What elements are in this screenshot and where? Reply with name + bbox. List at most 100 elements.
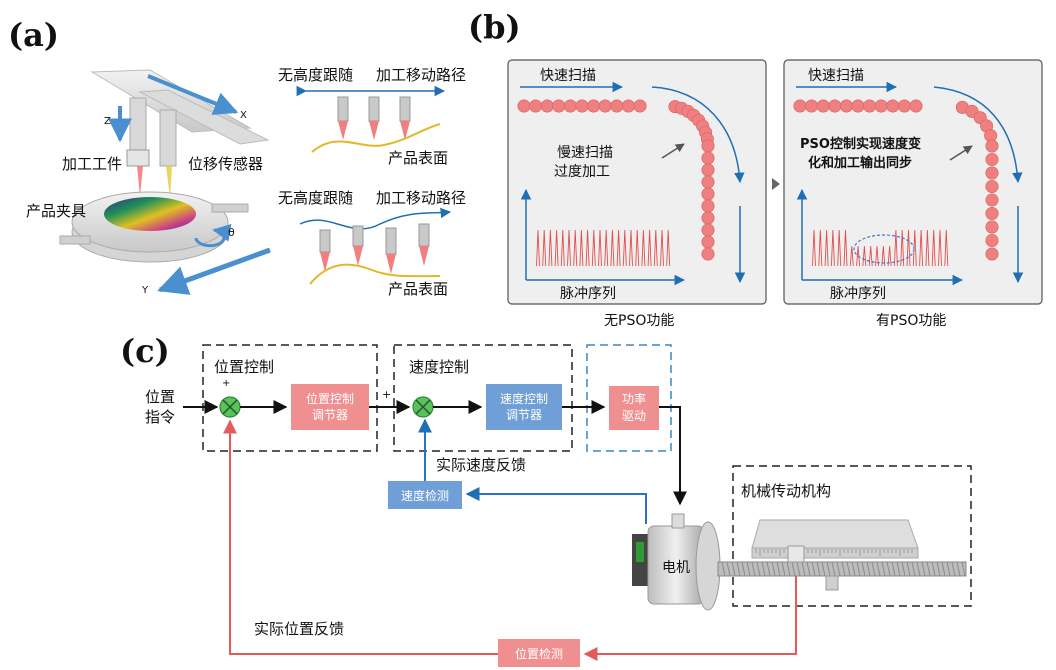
position-feedback-label: 实际位置反馈 <box>254 620 344 638</box>
bottom-surface-label: 产品表面 <box>388 280 448 298</box>
sensor-column <box>159 109 177 167</box>
scan-dot <box>886 99 900 113</box>
thread-line <box>741 561 746 577</box>
mech-to-pos-detect-line <box>583 560 797 661</box>
pso-off-pulses <box>536 229 671 267</box>
pulse-spike <box>824 229 829 267</box>
pulse-spike <box>843 229 848 267</box>
scan-dot <box>701 223 715 237</box>
thread-line <box>846 561 851 577</box>
thread-line <box>731 561 736 577</box>
top-surface-label: 产品表面 <box>388 149 448 167</box>
thread-line <box>886 561 891 577</box>
pulse-spike <box>900 229 905 267</box>
position-control-title: 位置控制 <box>214 358 274 376</box>
support-block <box>825 575 839 591</box>
thread-line <box>881 561 886 577</box>
thread-line <box>931 561 936 577</box>
pso-on-caption: 有PSO功能 <box>876 313 946 329</box>
spd-ctrl-line2: 调节器 <box>506 408 542 422</box>
pulse-spike <box>944 229 949 267</box>
motor-assembly: 电机 <box>632 513 721 611</box>
pulse-spike <box>598 229 602 267</box>
scan-dot <box>985 207 999 221</box>
thread-line <box>811 561 816 577</box>
thread-line <box>826 561 831 577</box>
pulse-spike <box>868 246 873 267</box>
no-follow-schematic-bottom: 无高度跟随 加工移动路径 产品表面 <box>278 189 466 298</box>
axis-theta-label: θ <box>228 226 235 239</box>
pulse-spike <box>548 229 553 267</box>
thread-line <box>956 561 961 577</box>
scan-dot <box>633 99 647 113</box>
scan-dot <box>701 187 715 201</box>
pso-on-pulses <box>812 229 949 267</box>
pulse-spike <box>604 229 609 267</box>
thread-line <box>766 561 771 577</box>
pulse-spike <box>830 229 835 267</box>
fixture-leg-right <box>211 203 249 213</box>
scan-dot <box>985 234 999 248</box>
thread-line <box>836 561 841 577</box>
scan-dot <box>701 175 715 189</box>
scan-dot <box>552 99 566 113</box>
thread-line <box>786 561 791 577</box>
axis-z-label: Z <box>104 116 111 127</box>
pulse-spike <box>906 229 911 267</box>
pulse-spike <box>554 229 559 267</box>
position-controller-box <box>291 384 369 430</box>
spindle-head <box>126 149 150 167</box>
pso-off-curve-arrow <box>651 86 745 184</box>
thread-line <box>851 561 856 577</box>
scan-dot <box>701 211 715 225</box>
speed-feedback-label: 实际速度反馈 <box>436 456 526 474</box>
scan-dot <box>851 99 865 113</box>
pulse-spike <box>837 229 842 267</box>
panel-a-letter: (a) <box>8 16 59 54</box>
speed-control-frame <box>393 344 573 452</box>
scan-dot <box>701 163 715 177</box>
thread-line <box>891 561 896 577</box>
scan-dot <box>793 99 807 113</box>
pulse-spike <box>560 229 565 267</box>
pso-on-note-1: PSO控制实现速度变 <box>800 136 921 152</box>
pso-on-panel: 快速扫描 PSO控制实现速度变 化和加工输出同步 脉冲序列 有PSO功能 <box>783 59 1043 329</box>
panel-a: (a) X Z Y θ <box>8 16 466 298</box>
laser-beam <box>137 166 143 196</box>
pulse-spike <box>887 246 892 267</box>
scan-dot <box>701 139 715 153</box>
speed-controller-box <box>486 384 562 430</box>
pso-off-caption: 无PSO功能 <box>604 313 674 329</box>
pulse-spike <box>573 229 578 267</box>
pulse-spike <box>536 229 540 267</box>
thread-line <box>821 561 826 577</box>
pulse-spike <box>585 229 590 267</box>
pso-off-slow-2: 过度加工 <box>554 164 610 180</box>
top-no-follow-label: 无高度跟随 <box>278 66 353 84</box>
panel-b-separator-arrow <box>772 178 780 190</box>
scan-dot <box>701 151 715 165</box>
scan-dot <box>897 99 911 113</box>
screw-threads <box>721 561 966 577</box>
pso-off-frame <box>507 59 767 305</box>
scan-dot <box>805 99 819 113</box>
thread-line <box>841 561 846 577</box>
panel-b-letter: (b) <box>468 8 521 46</box>
panel-c-letter: (c) <box>120 332 170 370</box>
scan-dot <box>985 180 999 194</box>
top-surface-curve <box>311 123 441 153</box>
panel-c: (c) 位置控制 速度控制 位置 指令 + 位置控制 调节器 + 速度控制 调节… <box>120 332 972 667</box>
pulse-spike <box>629 229 633 267</box>
thread-line <box>801 561 806 577</box>
thread-line <box>856 561 861 577</box>
thread-line <box>746 561 751 577</box>
scan-dot <box>575 99 589 113</box>
thread-line <box>906 561 911 577</box>
pulse-spike <box>818 229 823 267</box>
power-line1: 功率 <box>622 391 646 406</box>
scan-dot <box>985 247 999 261</box>
pulse-spike <box>622 229 627 267</box>
pulse-spike <box>893 229 898 267</box>
pulse-spike <box>567 229 571 267</box>
scan-dot <box>621 99 635 113</box>
